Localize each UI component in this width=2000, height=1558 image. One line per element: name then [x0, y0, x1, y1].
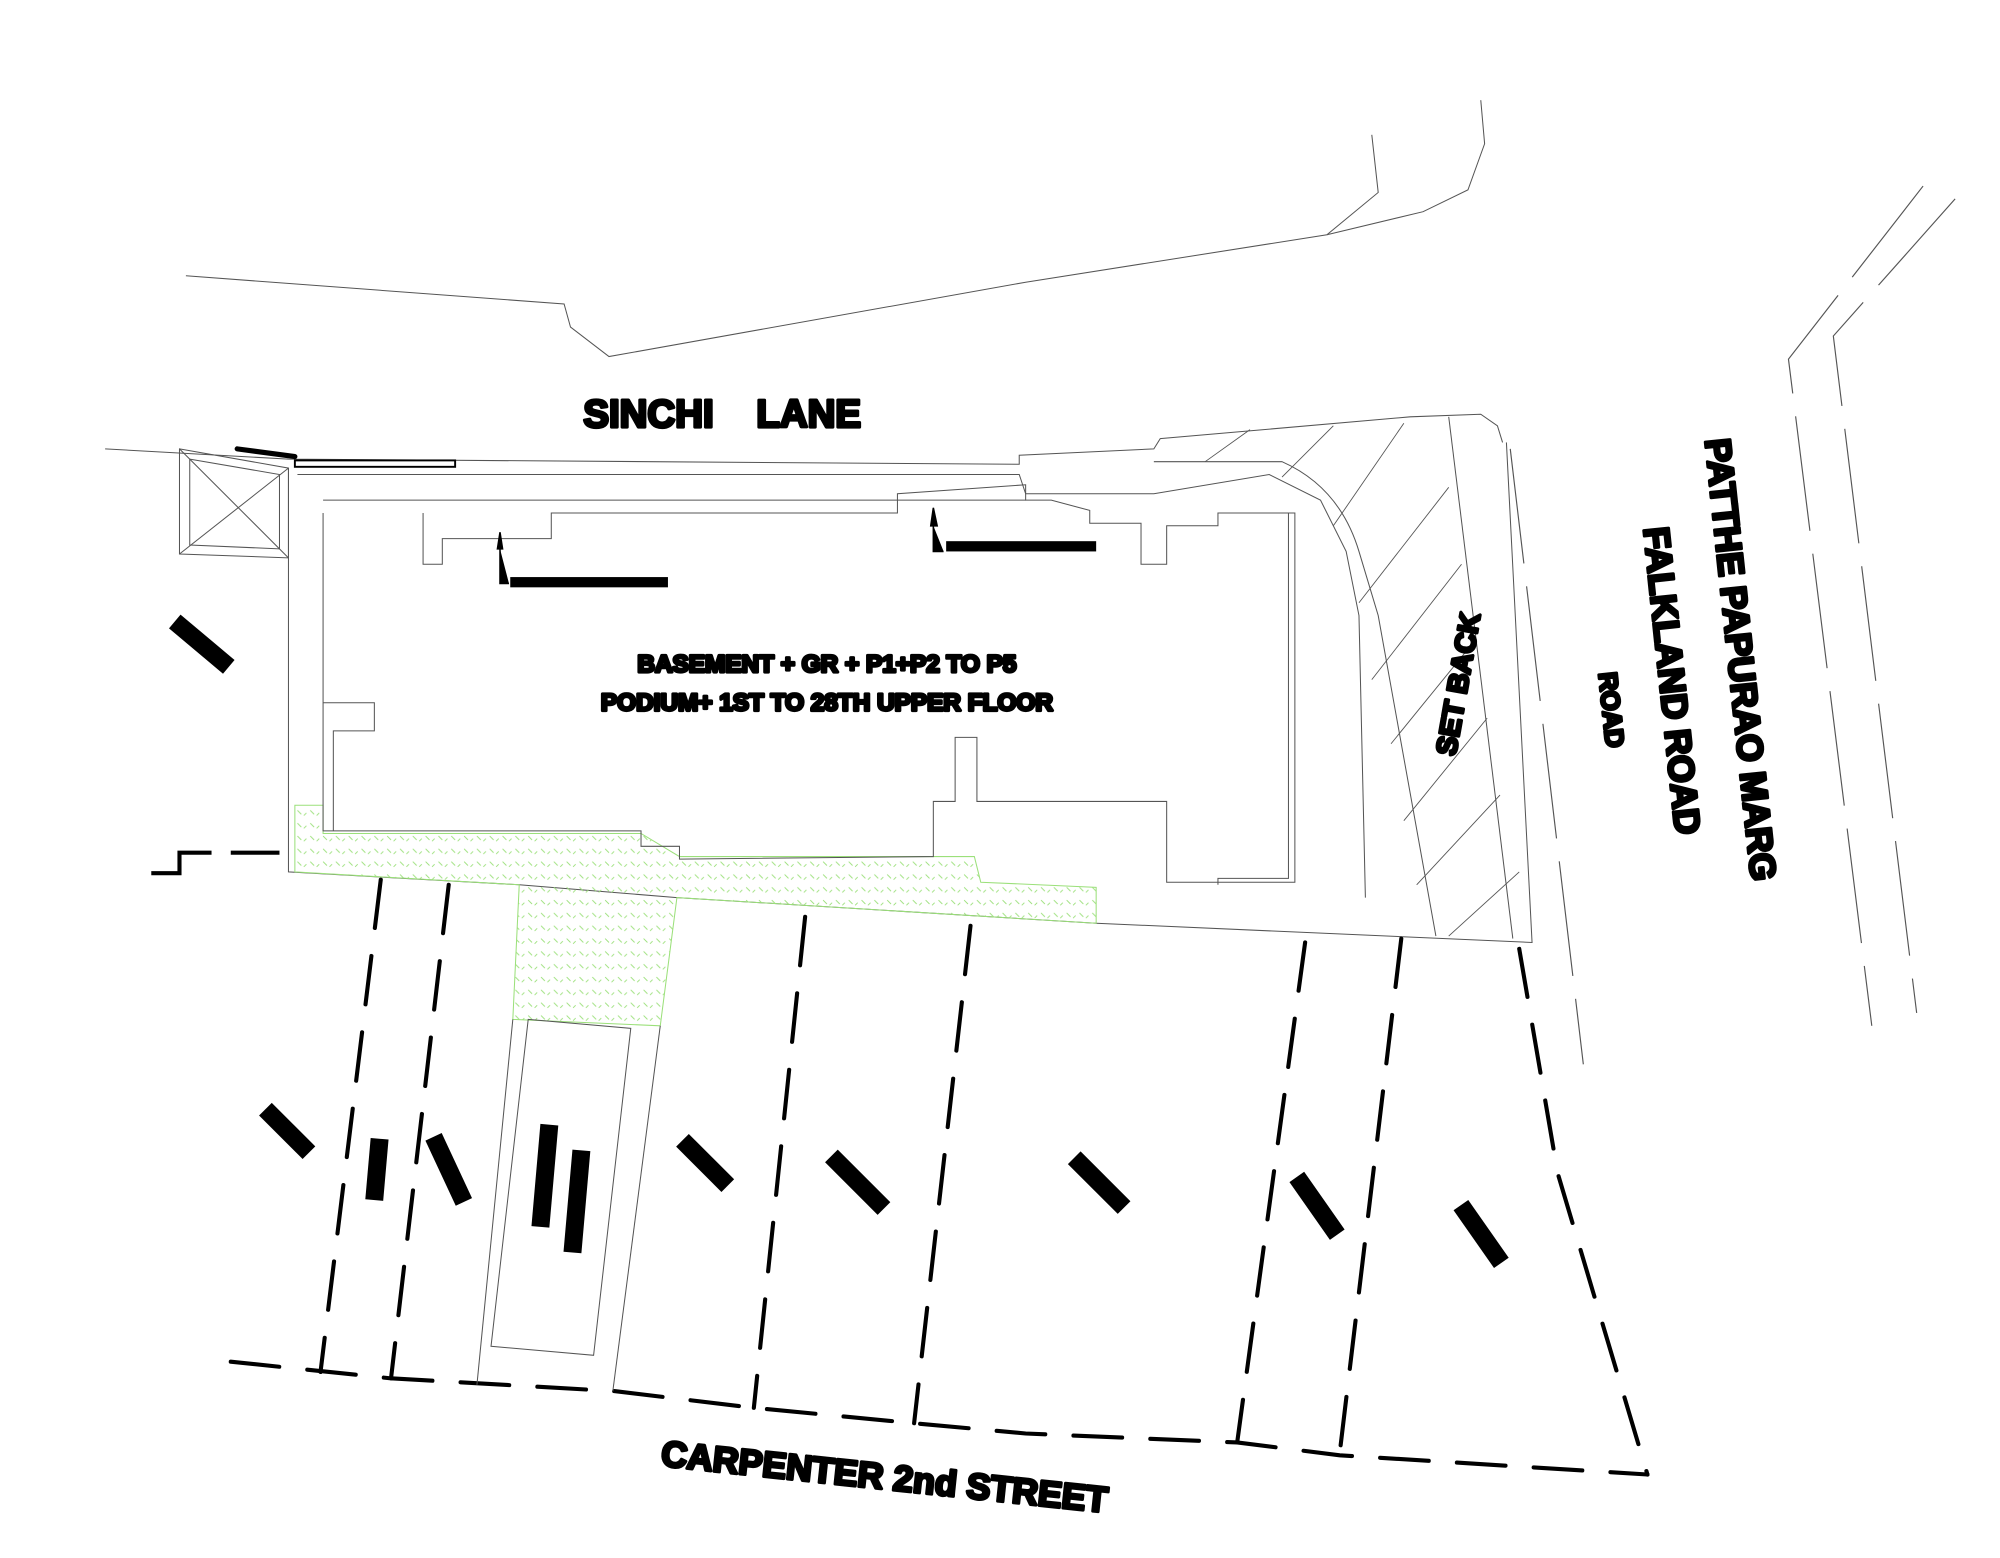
hatched-strip	[293, 459, 457, 468]
strip-box	[490, 1018, 632, 1356]
set-back-label: SET BACK	[1430, 610, 1487, 758]
pointer-marker	[496, 532, 509, 585]
setback-hatch	[1204, 422, 1520, 937]
pointer-marker	[929, 507, 944, 553]
lane-edge	[105, 413, 1504, 465]
plot-dividers	[228, 877, 1650, 1477]
access-strip	[612, 1025, 661, 1392]
plot-number-marks	[168, 614, 1509, 1269]
open-space-area	[294, 804, 1097, 1027]
setback-line	[1448, 416, 1514, 939]
building-notch	[323, 702, 375, 831]
patthe-bapurao-marg-label: PATTHE PAPURAO MARG	[1697, 437, 1783, 883]
boundary-mark	[234, 446, 298, 460]
falkland-road-label: FALKLAND ROAD	[1636, 525, 1708, 836]
plot-boundary-top	[297, 473, 1366, 898]
sinchi-lane-label: SINCHI LANE	[583, 393, 861, 436]
north-road-edge	[185, 134, 1379, 358]
right-road-edges	[1509, 185, 1956, 1065]
small-annotation	[510, 577, 668, 588]
box-inner	[189, 458, 281, 550]
corner-curve	[1153, 461, 1437, 937]
building-outline	[322, 484, 1296, 883]
building-description-line-2: PODIUM+ 1ST TO 28TH UPPER FLOOR	[601, 689, 1053, 716]
building-notch	[1217, 512, 1289, 885]
north-road-edge-2	[1326, 100, 1486, 236]
carpenter-street-label: CARPENTER 2nd STREET	[659, 1434, 1109, 1521]
box-cross	[179, 448, 289, 559]
box-cross	[179, 467, 289, 555]
left-boundary-dash	[151, 850, 212, 876]
access-strip	[476, 1019, 514, 1385]
road-label: ROAD	[1593, 671, 1629, 749]
building-description-line-1: BASEMENT + GR + P1+P2 TO P5	[637, 651, 1016, 678]
small-annotation	[946, 541, 1097, 552]
